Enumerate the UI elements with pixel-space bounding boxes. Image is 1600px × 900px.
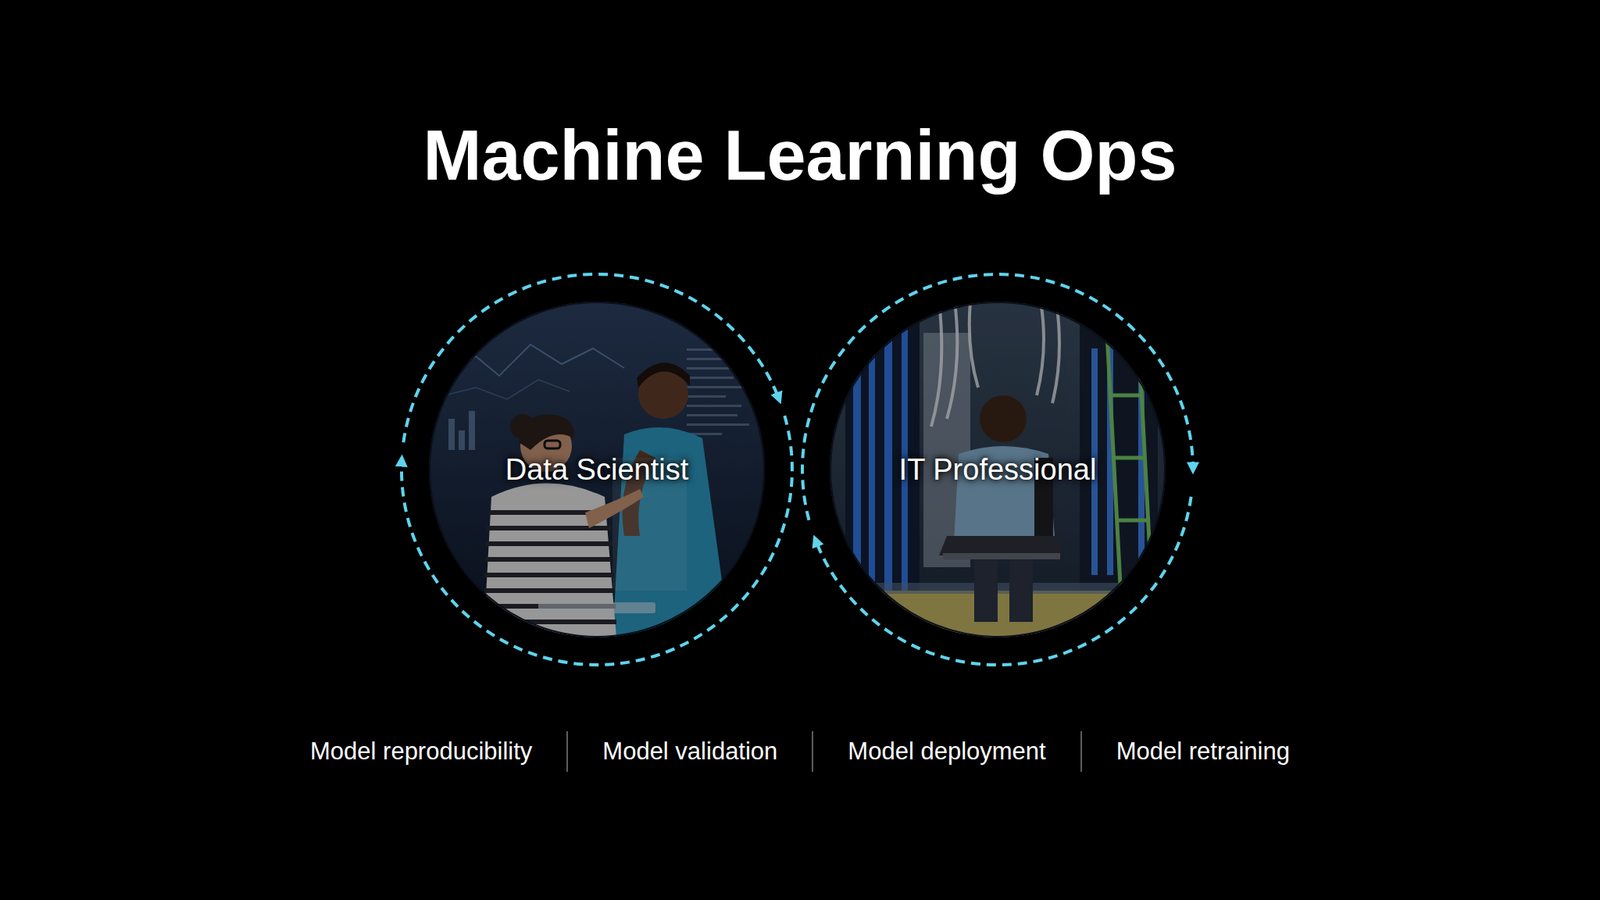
loop-connector bbox=[815, 496, 1192, 665]
role-label: IT Professional bbox=[899, 453, 1097, 487]
role-label: Data Scientist bbox=[505, 453, 689, 487]
separator-line bbox=[1080, 731, 1083, 772]
role-circle: Data Scientist bbox=[428, 301, 765, 638]
loop-connector bbox=[403, 274, 779, 443]
capability-label: Model deployment bbox=[847, 736, 1046, 766]
capability-row: Model reproducibility Model validation Mod… bbox=[0, 731, 1600, 772]
loop-arc bbox=[401, 415, 793, 665]
separator-line bbox=[811, 731, 814, 772]
capability-label: Model reproducibility bbox=[310, 736, 533, 766]
slide-title: Machine Learning Ops bbox=[0, 117, 1600, 195]
role-circle: IT Professional bbox=[829, 301, 1166, 638]
separator-line bbox=[566, 731, 568, 772]
capability-label: Model validation bbox=[602, 736, 778, 766]
capability-label: Model retraining bbox=[1116, 736, 1290, 766]
loop-arc bbox=[802, 274, 1193, 521]
